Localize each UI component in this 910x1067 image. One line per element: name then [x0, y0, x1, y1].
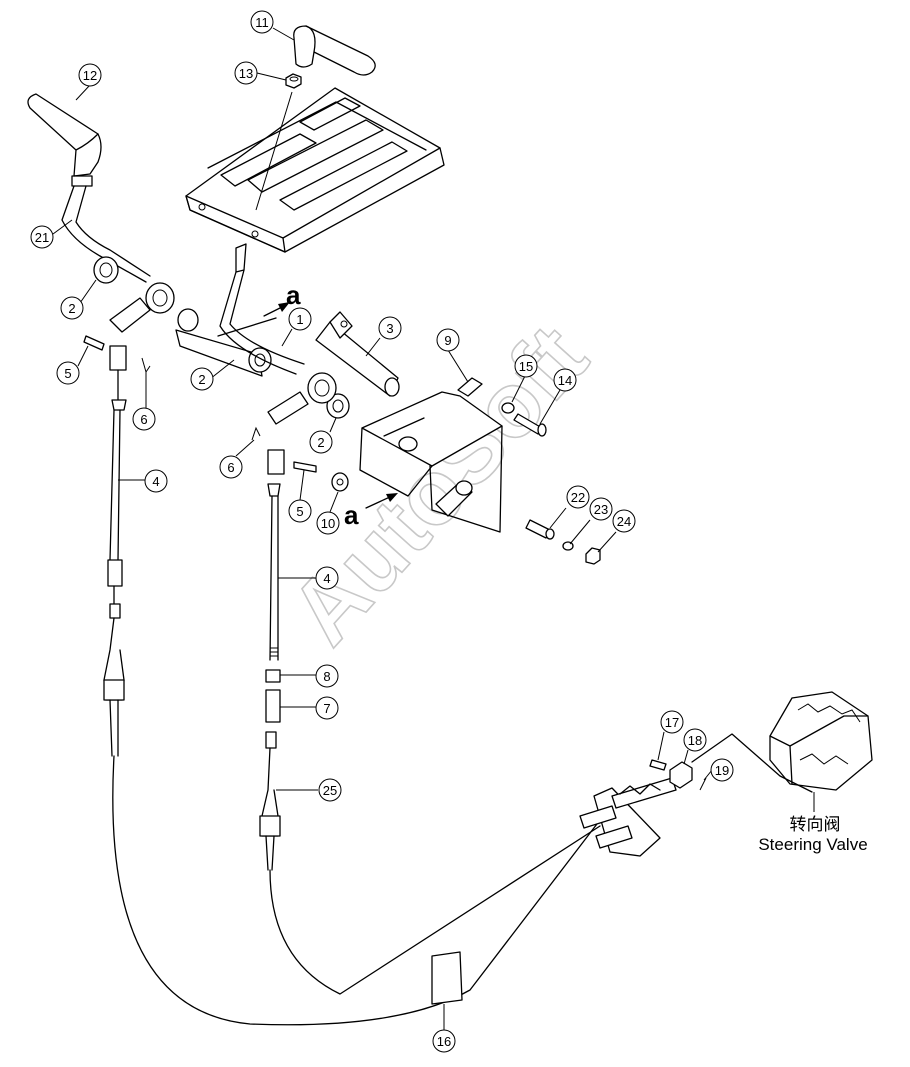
steering-valve-label-cn: 转向阀 — [790, 815, 841, 834]
callout-2-a: 2 — [60, 296, 84, 320]
bolt-14 — [513, 413, 547, 437]
clamp-16 — [431, 951, 463, 1030]
nut-13 — [255, 73, 302, 211]
svg-text:11: 11 — [255, 15, 269, 30]
callout-24: 24 — [612, 509, 636, 533]
callout-1: 1 — [288, 307, 312, 331]
steering-valve: 转向阀 Steering Valve — [691, 691, 873, 854]
watermark: AutoSoft — [271, 307, 607, 664]
knob-11 — [293, 25, 376, 76]
rod-4a — [103, 345, 127, 757]
pin-5b — [293, 461, 317, 473]
svg-text:9: 9 — [444, 333, 451, 348]
svg-text:6: 6 — [227, 460, 234, 475]
callout-15: 15 — [514, 354, 538, 378]
callout-18: 18 — [683, 728, 707, 752]
callout-19: 19 — [710, 758, 734, 782]
nut-8 — [265, 669, 281, 683]
svg-text:5: 5 — [296, 504, 303, 519]
svg-text:24: 24 — [617, 514, 631, 529]
svg-text:16: 16 — [437, 1034, 451, 1049]
clip-6a — [141, 357, 151, 374]
callout-3: 3 — [378, 316, 402, 340]
svg-text:4: 4 — [323, 571, 330, 586]
svg-text:a: a — [344, 500, 359, 530]
callout-12: 12 — [78, 63, 102, 87]
svg-text:7: 7 — [323, 701, 330, 716]
svg-text:12: 12 — [83, 68, 97, 83]
svg-text:5: 5 — [64, 366, 71, 381]
callout-11: 11 — [250, 10, 274, 34]
block-18 — [669, 761, 693, 789]
washer-15 — [501, 402, 515, 414]
washer-23 — [562, 541, 574, 551]
steering-valve-label-en: Steering Valve — [758, 835, 867, 854]
clip-6b — [251, 426, 261, 441]
svg-text:3: 3 — [386, 321, 393, 336]
svg-text:15: 15 — [519, 359, 533, 374]
svg-text:14: 14 — [558, 373, 572, 388]
callout-8: 8 — [315, 664, 339, 688]
cable-bracket — [579, 777, 677, 857]
callout-2-b: 2 — [190, 367, 214, 391]
callout-10: 10 — [316, 511, 340, 535]
svg-text:2: 2 — [198, 372, 205, 387]
callout-4-a: 4 — [144, 469, 168, 493]
callout-22: 22 — [566, 485, 590, 509]
callout-23: 23 — [589, 497, 613, 521]
svg-text:18: 18 — [688, 733, 702, 748]
callout-5-a: 5 — [56, 361, 80, 385]
svg-text:22: 22 — [571, 490, 585, 505]
callout-2-c: 2 — [309, 430, 333, 454]
svg-text:6: 6 — [140, 412, 147, 427]
cables — [112, 755, 601, 1026]
callout-13: 13 — [234, 61, 258, 85]
callout-14: 14 — [553, 368, 577, 392]
callout-9: 9 — [436, 328, 460, 352]
view-marker-a-lower: a — [344, 493, 398, 530]
clip-19 — [699, 777, 707, 791]
lever-21 — [27, 93, 175, 333]
console-cover — [185, 87, 445, 253]
svg-text:1: 1 — [296, 312, 303, 327]
bolt-22 — [525, 519, 555, 540]
view-marker-a-upper: a — [263, 280, 301, 317]
svg-text:13: 13 — [239, 66, 253, 81]
sleeve-7 — [265, 689, 281, 723]
cable-25 — [259, 731, 281, 871]
callout-25: 25 — [318, 778, 342, 802]
svg-text:17: 17 — [665, 715, 679, 730]
fitting-9 — [447, 349, 483, 397]
rod-4b — [267, 449, 285, 661]
bushing-2a — [93, 256, 119, 284]
callout-6-a: 6 — [132, 407, 156, 431]
callout-6-b: 6 — [219, 455, 243, 479]
shaft-3 — [315, 311, 400, 397]
callout-4-b: 4 — [315, 566, 339, 590]
svg-text:4: 4 — [152, 474, 159, 489]
svg-text:2: 2 — [317, 435, 324, 450]
svg-text:a: a — [286, 280, 301, 310]
nut-24 — [585, 547, 601, 565]
callout-21: 21 — [30, 225, 54, 249]
lever-1 — [219, 243, 337, 425]
svg-text:25: 25 — [323, 783, 337, 798]
svg-text:23: 23 — [594, 502, 608, 517]
nut-10 — [331, 472, 349, 492]
bracket — [359, 391, 503, 533]
callout-5-b: 5 — [288, 499, 312, 523]
pin-5a — [83, 335, 105, 351]
leader-lines — [52, 27, 713, 791]
bolt-17 — [649, 759, 667, 771]
svg-text:2: 2 — [68, 301, 75, 316]
svg-text:21: 21 — [35, 230, 49, 245]
callout-7: 7 — [315, 696, 339, 720]
svg-text:19: 19 — [715, 763, 729, 778]
callout-17: 17 — [660, 710, 684, 734]
shaft-2 — [175, 308, 350, 419]
svg-text:10: 10 — [321, 516, 335, 531]
svg-text:8: 8 — [323, 669, 330, 684]
callout-16: 16 — [432, 1029, 456, 1053]
